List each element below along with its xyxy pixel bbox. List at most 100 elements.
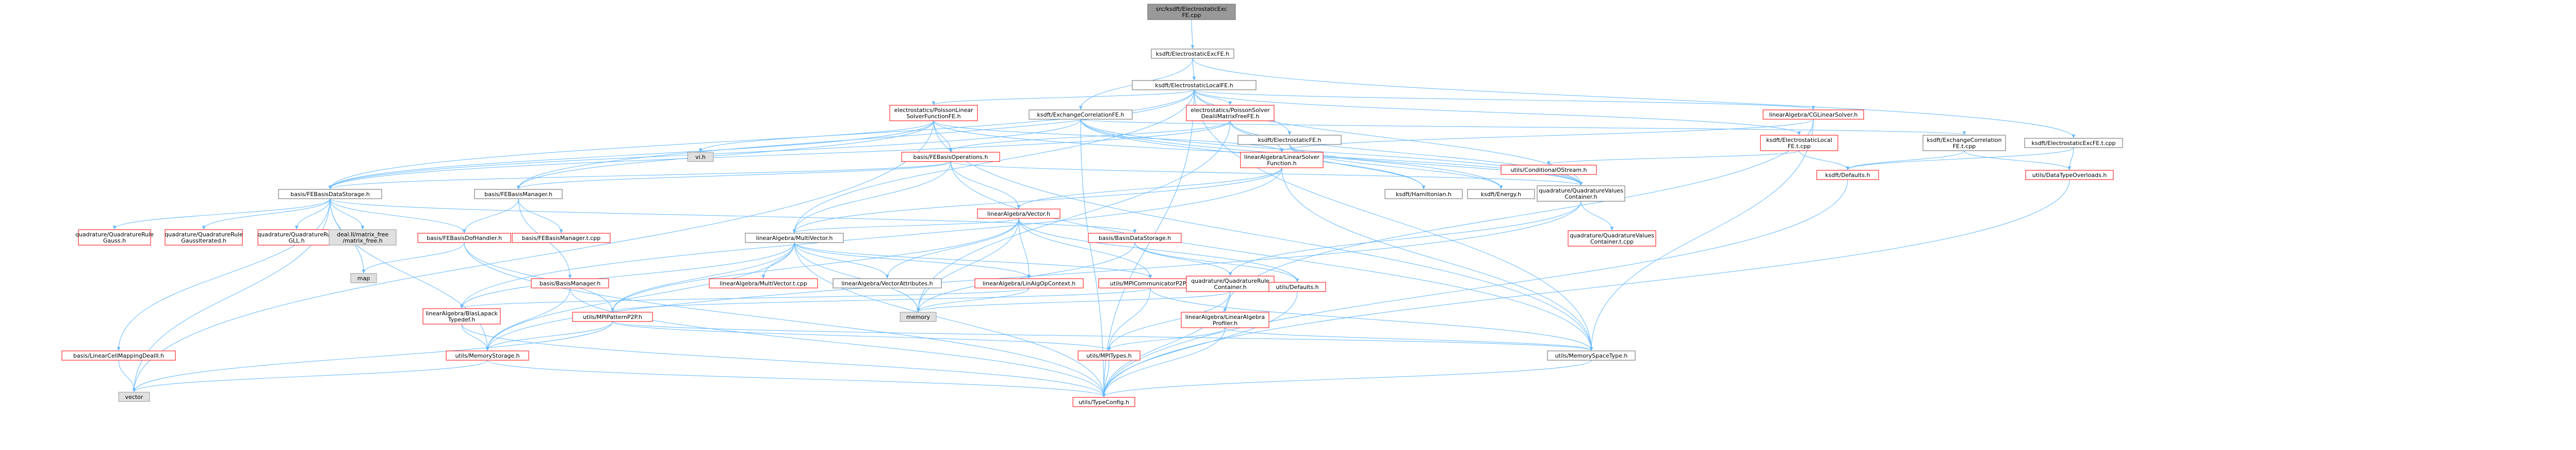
node-label: memory (906, 314, 930, 320)
node-label: basis/FEBasisDofHandler.h (427, 235, 502, 242)
edge-utils_defaults-to-typeconfig (1104, 291, 1298, 397)
node-poissondealii[interactable]: electrostatics/PoissonSolverDealiiMatrix… (1186, 105, 1275, 121)
node-poissonlinear[interactable]: electrostatics/PoissonLinearSolverFuncti… (889, 105, 978, 121)
node-box (446, 350, 529, 361)
node-febasismanager_tcpp[interactable]: basis/FEBasisManager.t.cpp (512, 233, 611, 243)
node-label: basis/FEBasisDataStorage.h (290, 191, 370, 198)
edge-la_linalgopcontext-to-memory (918, 287, 1030, 312)
node-box (1147, 4, 1236, 20)
edge-basisdatastorage-to-utils_defaults (1134, 242, 1297, 282)
edge-mpicommp2p-to-memoryspacetype (1150, 287, 1591, 350)
node-label: basis/LinearCellMappingDealII.h (73, 352, 164, 359)
edge-excfe_tcpp-to-ksdft_defaults (1848, 147, 2074, 170)
edge-la_linalgopcontext-to-blaslapack (462, 287, 1030, 308)
node-condostream[interactable]: utils/ConditionalOStream.h (1501, 165, 1597, 175)
edge-la_multivector-to-memory (794, 242, 918, 312)
node-hamiltonian[interactable]: ksdft/Hamiltonian.h (1384, 189, 1463, 199)
node-mpicommp2p[interactable]: utils/MPICommunicatorP2P.h (1098, 278, 1202, 288)
node-la_multivector_tcpp[interactable]: linearAlgebra/MultiVector.t.cpp (709, 278, 818, 288)
node-root[interactable]: src/ksdft/ElectrostaticExcFE.cpp (1147, 4, 1236, 20)
node-vector[interactable]: vector (118, 392, 150, 402)
edge-la_vector-to-la_vectorattrs (887, 218, 1019, 278)
edge-mpipattern-to-memorystorage (487, 321, 613, 350)
node-dealii_mf[interactable]: deal.II/matrix_free/matrix_free.h (329, 229, 397, 246)
node-label: basis/FEBasisManager.h (484, 191, 552, 198)
node-la_vectorattrs[interactable]: linearAlgebra/VectorAttributes.h (833, 278, 942, 288)
node-box (165, 229, 243, 246)
node-label: vi.h (695, 154, 706, 160)
node-label: quadrature/QuadratureRule (257, 231, 336, 238)
edge-localfe_tcpp-to-condostream (1549, 150, 1800, 165)
edge-localfe_h-to-poissondealii (1194, 89, 1230, 105)
node-label: ksdft/ExchangeCorrelation (1927, 137, 2001, 143)
node-label: Gauss.h (103, 237, 126, 244)
node-febasisdatastorage[interactable]: basis/FEBasisDataStorage.h (278, 189, 382, 199)
edge-linearsolverfn-to-memoryspacetype (1281, 167, 1591, 350)
node-box (1384, 189, 1463, 199)
node-quadvalues_tcpp[interactable]: quadrature/QuadratureValuesContainer.t.c… (1568, 230, 1656, 247)
node-label: GaussIterated.h (181, 237, 226, 244)
edge-la_multivector-to-la_vectorattrs (794, 242, 887, 278)
node-basisdatastorage[interactable]: basis/BasisDataStorage.h (1088, 233, 1182, 243)
edge-poissonlinear-to-febasismanager (518, 120, 934, 189)
node-memorystorage[interactable]: utils/MemoryStorage.h (446, 350, 529, 361)
node-label: linearAlgebra/BlasLapack (426, 310, 498, 317)
node-label: map (357, 275, 370, 282)
node-la_multivector[interactable]: linearAlgebra/MultiVector.h (745, 233, 844, 243)
node-linearcellmapping[interactable]: basis/LinearCellMappingDealII.h (61, 350, 176, 361)
edge-poissonlinear-to-febasisdatastorage (330, 120, 934, 189)
node-label: Container.h (1214, 284, 1246, 291)
edge-febasisops-to-febasismanager (518, 161, 951, 189)
node-basismanager[interactable]: basis/BasisManager.h (531, 278, 609, 288)
node-vi_h[interactable]: vi.h (687, 152, 714, 162)
node-memoryspacetype[interactable]: utils/MemorySpaceType.h (1547, 350, 1636, 361)
edge-febasisdatastorage-to-qr_gauss (115, 198, 331, 229)
node-febasisdofhandler[interactable]: basis/FEBasisDofHandler.h (417, 233, 511, 243)
node-memory[interactable]: memory (900, 312, 937, 322)
node-label: Container.t.cpp (1590, 238, 1634, 245)
node-excfe_tcpp[interactable]: ksdft/ElectrostaticExcFE.t.cpp (2024, 138, 2123, 148)
node-utils_defaults[interactable]: utils/Defaults.h (1268, 282, 1326, 292)
edge-febasisops-to-febasisdatastorage (330, 161, 951, 189)
node-mpitypes[interactable]: utils/MPITypes.h (1078, 350, 1140, 361)
node-xcfe_h[interactable]: ksdft/ExchangeCorrelationFE.h (1029, 109, 1133, 120)
node-electrostaticsfe[interactable]: ksdft/ElectrostaticFE.h (1237, 135, 1342, 145)
node-datatypeoverloads[interactable]: utils/DataTypeOverloads.h (2025, 170, 2114, 180)
edge-la_multivector-to-typeconfig (794, 242, 1104, 397)
node-localfe_h[interactable]: ksdft/ElectrostaticLocalFE.h (1132, 80, 1257, 90)
node-cglinear[interactable]: linearAlgebra/CGLinearSolver.h (1763, 109, 1864, 120)
node-box (1186, 105, 1275, 121)
node-label: quadrature/QuadratureValues (1570, 232, 1654, 239)
node-box (1088, 233, 1182, 243)
node-febasismanager[interactable]: basis/FEBasisManager.h (474, 189, 563, 199)
node-label: utils/Defaults.h (1276, 284, 1318, 291)
node-la_vector[interactable]: linearAlgebra/Vector.h (977, 208, 1061, 219)
node-febasisops[interactable]: basis/FEBasisOperations.h (901, 152, 1000, 162)
node-xcfe_tcpp[interactable]: ksdft/ExchangeCorrelationFE.t.cpp (1922, 135, 2006, 151)
edge-quadvalues-to-qr_container (1230, 201, 1582, 276)
node-typeconfig[interactable]: utils/TypeConfig.h (1072, 397, 1135, 407)
node-ksdft_defaults[interactable]: ksdft/Defaults.h (1816, 170, 1879, 180)
node-label: linearAlgebra/VectorAttributes.h (841, 280, 933, 287)
edge-qr_container-to-memory (918, 291, 1231, 312)
node-mpipattern[interactable]: utils/MPIPatternP2P.h (572, 312, 653, 322)
edge-mpipattern-to-memoryspacetype (612, 321, 1592, 350)
node-label: linearAlgebra/LinearSolver (1244, 154, 1320, 160)
node-energy[interactable]: ksdft/Energy.h (1467, 189, 1535, 199)
node-localfe_tcpp[interactable]: ksdft/ElectrostaticLocalFE.t.cpp (1760, 135, 1838, 151)
node-excfe_h[interactable]: ksdft/ElectrostaticExcFE.h (1151, 49, 1234, 59)
edge-la_multivector-to-blaslapack (462, 242, 795, 308)
node-label: basis/FEBasisOperations.h (914, 154, 988, 160)
node-la_linalgopcontext[interactable]: linearAlgebra/LinAlgOpContext.h (974, 278, 1084, 288)
node-box (833, 278, 942, 288)
node-map[interactable]: map (350, 273, 377, 283)
node-label: electrostatics/PoissonSolver (1191, 107, 1270, 114)
